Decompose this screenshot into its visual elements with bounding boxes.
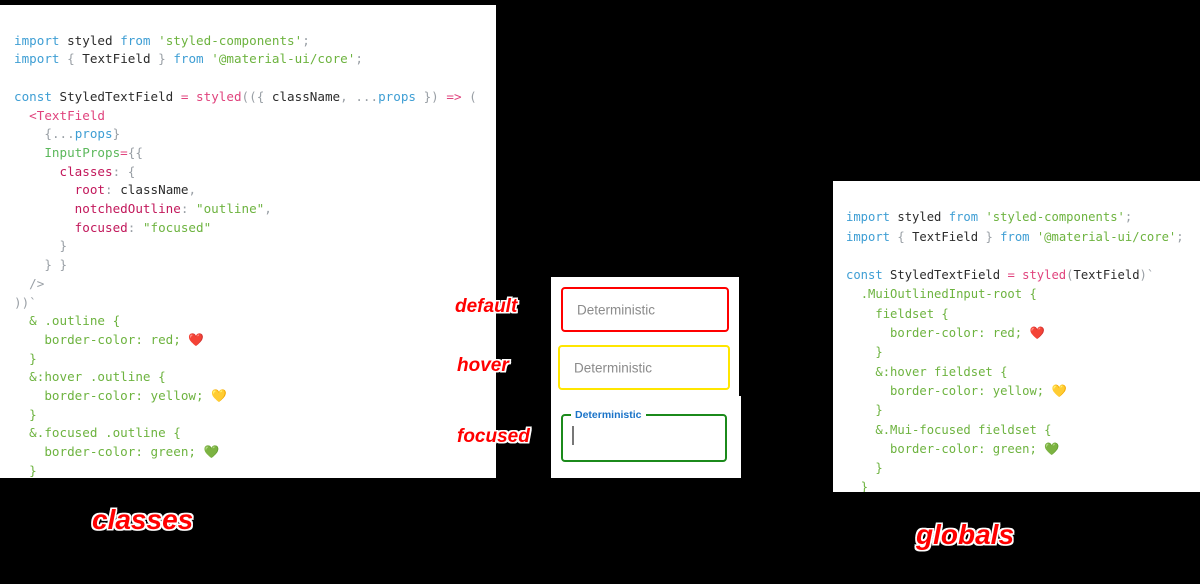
code-line: /> (29, 275, 45, 291)
code-line: } (875, 403, 883, 418)
code-line: focused: "focused" (74, 219, 212, 235)
code-line: } (875, 345, 883, 360)
code-line: <TextField (29, 107, 105, 123)
code-line: notchedOutline: "outline", (74, 201, 272, 217)
code-line: &:hover .outline { (29, 369, 166, 385)
code-line: &:hover fieldset { (875, 364, 1008, 379)
code-line: } (29, 462, 37, 478)
notched-outline: Deterministic (561, 410, 727, 462)
code-line: root: className, (74, 182, 197, 198)
code-line: ))` (14, 294, 37, 310)
code-line: } (875, 461, 883, 476)
code-panel-classes: import styled from 'styled-components'; i… (0, 5, 496, 478)
text-cursor-caret (572, 426, 574, 445)
textfield-default[interactable]: Deterministic (561, 287, 729, 332)
code-block-classes: import styled from 'styled-components'; i… (14, 13, 496, 478)
code-line: & .outline { (29, 313, 121, 329)
code-line: border-color: green; 💚 (890, 441, 1060, 456)
code-line: border-color: yellow; 💛 (890, 383, 1067, 398)
code-line: {...props} (44, 126, 121, 142)
code-line (846, 247, 1200, 266)
textfield-default-value: Deterministic (577, 302, 656, 317)
annotation-hover: hover (457, 355, 509, 376)
code-line: } (860, 480, 869, 492)
code-line: import styled from 'styled-components'; (846, 210, 1133, 225)
code-line: border-color: red; ❤️ (890, 326, 1045, 341)
code-block-globals: import styled from 'styled-components'; i… (846, 189, 1200, 492)
code-line: classes: { (59, 163, 136, 179)
code-line (14, 69, 496, 88)
code-line: border-color: red; ❤️ (44, 331, 205, 347)
code-line: const StyledTextField = styled(TextField… (846, 268, 1155, 283)
annotation-focused: focused (457, 426, 530, 447)
code-line: .MuiOutlinedInput-root { (860, 287, 1037, 302)
code-line: } (59, 238, 68, 254)
code-line: } (29, 350, 37, 366)
textfield-focused[interactable]: Deterministic (561, 410, 727, 462)
annotation-default: default (455, 296, 518, 317)
code-line: fieldset { (875, 306, 949, 321)
code-line: import { TextField } from '@material-ui/… (14, 51, 363, 67)
caption-globals: globals (916, 519, 1015, 550)
preview-panel-bottom (551, 396, 741, 478)
textfield-focused-label: Deterministic (575, 409, 642, 421)
code-line: const StyledTextField = styled(({ classN… (14, 88, 477, 104)
code-panel-globals: import styled from 'styled-components'; i… (833, 181, 1200, 492)
code-line: import { TextField } from '@material-ui/… (846, 229, 1184, 244)
textfield-hover[interactable]: Deterministic (558, 345, 730, 390)
caption-classes: classes (92, 504, 194, 535)
code-line: } (29, 406, 37, 422)
code-line: &.focused .outline { (29, 425, 181, 441)
code-line: import styled from 'styled-components'; (14, 32, 310, 48)
code-line: border-color: green; 💚 (44, 444, 220, 460)
code-line: } } (44, 257, 68, 273)
textfield-hover-value: Deterministic (574, 360, 653, 375)
code-line: InputProps={{ (44, 144, 143, 160)
code-line: &.Mui-focused fieldset { (875, 422, 1052, 437)
code-line: border-color: yellow; 💛 (44, 388, 227, 404)
